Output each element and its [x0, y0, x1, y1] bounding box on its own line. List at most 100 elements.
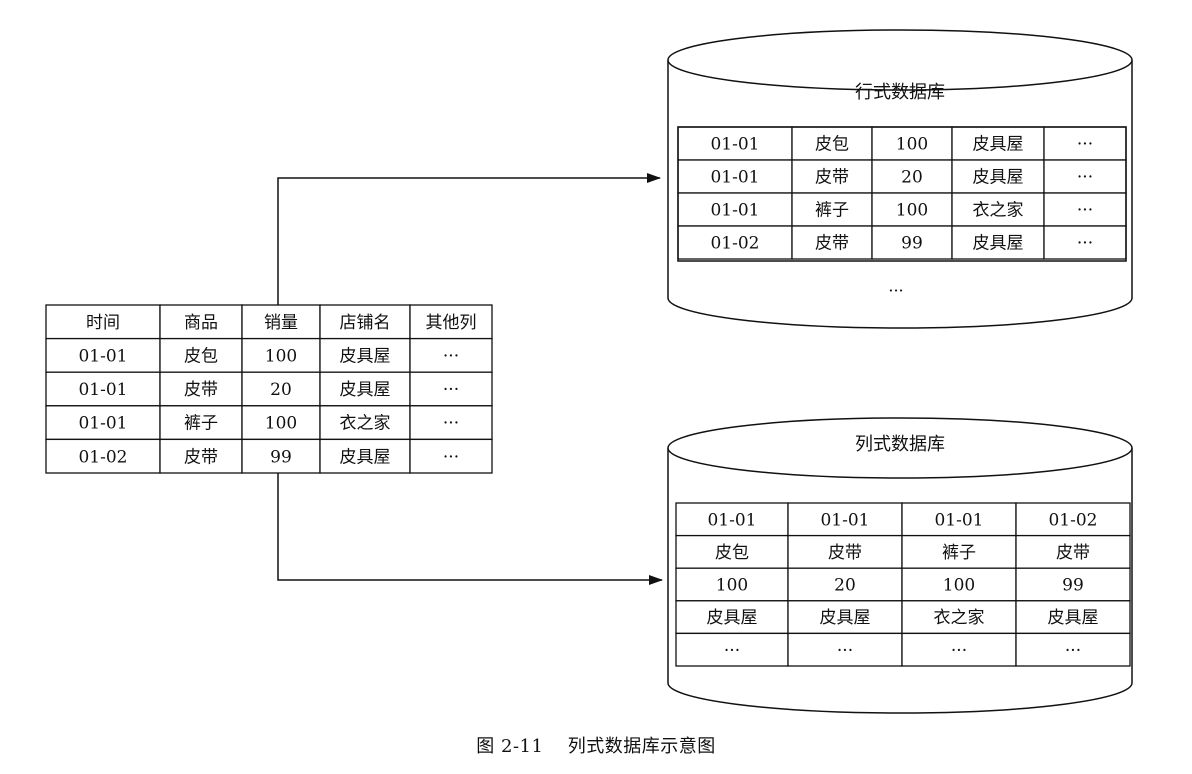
row-db-table-cell-border	[1043, 192, 1127, 227]
row-db-table-cell-border	[1043, 225, 1127, 260]
column-db-table-cell-r0-c3: 01-02	[1048, 510, 1097, 530]
figure-caption: 图 2-11 列式数据库示意图	[0, 732, 1192, 758]
column-db-table-cell-border	[787, 534, 903, 569]
row-db-table-cell-r3-c4: ···	[1077, 234, 1093, 254]
row-db-table-cell-r2-c2: 100	[896, 201, 928, 221]
column-db-table-cell-r1-c0: 皮包	[715, 543, 749, 563]
row-db-table-cell-r3-c0: 01-02	[710, 234, 759, 254]
diagram-canvas: 行式数据库 01-01 皮包 100 皮具屋 ··· 01-01 皮带 20 皮具屋 ··· 01-…	[45, 29, 1133, 714]
source-table-cell-r4-c2: 99	[270, 447, 292, 467]
row-db-table-cell-border	[1043, 159, 1127, 194]
column-db-table-cell-border	[901, 600, 1017, 635]
source-table-cell-r0-c4: 其他列	[426, 313, 477, 333]
source-table-cell-border	[319, 405, 411, 441]
source-table-cell-r4-c1: 皮带	[184, 447, 218, 467]
row-db-table-cell-border	[871, 225, 953, 260]
source-table-cell-border	[159, 304, 243, 340]
source-table-cell-r4-c3: 皮具屋	[340, 447, 391, 467]
column-db-table-cell-border	[901, 502, 1017, 537]
source-table-cell-border	[45, 438, 161, 474]
column-db-table-cell-border	[1015, 567, 1131, 602]
row-db-table-cell-r1-c3: 皮具屋	[973, 168, 1024, 188]
row-db-table-cell-r0-c3: 皮具屋	[973, 135, 1024, 155]
column-db-table-cell-border	[901, 632, 1017, 667]
source-table-cell-border	[159, 371, 243, 407]
row-db-table-cell-r1-c4: ···	[1077, 168, 1093, 188]
column-db-table-cell-r2-c0: 100	[716, 576, 748, 596]
source-table-cell-border	[241, 405, 321, 441]
row-db-table-cell-r3-c1: 皮带	[815, 234, 849, 254]
source-table-cell-border	[409, 371, 493, 407]
caption-number: 图 2-11	[476, 736, 544, 757]
row-db-table-cell-r1-c0: 01-01	[710, 168, 759, 188]
column-db-table-cell-r1-c1: 皮带	[828, 543, 862, 563]
column-db-table-cell-border	[787, 502, 903, 537]
source-table-cell-r0-c2: 销量	[264, 313, 298, 333]
source-table-cell-border	[241, 304, 321, 340]
row-db-table-cell-r3-c3: 皮具屋	[973, 234, 1024, 254]
column-db-table-cell-r4-c3: ···	[1065, 641, 1081, 661]
column-db-table-cell-r4-c2: ···	[951, 641, 967, 661]
column-db-table-cell-border	[901, 534, 1017, 569]
row-db-table-cell-border	[951, 192, 1045, 227]
row-db-table-cell-r2-c3: 衣之家	[973, 201, 1024, 221]
column-db-top	[667, 417, 1133, 479]
row-db-table-cell-r0-c0: 01-01	[710, 135, 759, 155]
source-table-cell-r0-c1: 商品	[184, 313, 218, 333]
column-db-table-cell-r2-c1: 20	[834, 576, 856, 596]
row-db-table-cell-r0-c4: ···	[1077, 135, 1093, 155]
row-db-title: 行式数据库	[855, 82, 945, 103]
row-db-table-cell-border	[1043, 126, 1127, 161]
column-db-table-cell-border	[675, 632, 789, 667]
source-table-cell-border	[241, 438, 321, 474]
source-table-cell-r0-c3: 店铺名	[340, 313, 391, 333]
source-table-cell-r4-c4: ···	[443, 447, 459, 467]
source-table-cell-border	[45, 371, 161, 407]
column-db-table-cell-r2-c3: 99	[1062, 576, 1084, 596]
source-table-cell-r1-c1: 皮包	[184, 347, 218, 367]
column-db-table-cell-r3-c3: 皮具屋	[1048, 608, 1099, 628]
column-db-table-cell-r1-c2: 裤子	[942, 543, 976, 563]
source-table-cell-r1-c4: ···	[443, 347, 459, 367]
source-table-cell-r3-c0: 01-01	[78, 414, 127, 434]
row-db-more: ···	[888, 281, 903, 300]
column-db-title: 列式数据库	[855, 434, 945, 455]
row-db-table-cell-r2-c0: 01-01	[710, 201, 759, 221]
source-table-cell-r2-c4: ···	[443, 380, 459, 400]
source-table-cell-r2-c2: 20	[270, 380, 292, 400]
row-db-table-cell-border	[677, 225, 793, 260]
caption-text: 列式数据库示意图	[567, 736, 716, 757]
source-table-cell-r2-c1: 皮带	[184, 380, 218, 400]
arrow-to-column-db	[277, 473, 663, 585]
source-table-cell-r1-c3: 皮具屋	[340, 347, 391, 367]
column-db-table-cell-border	[1015, 502, 1131, 537]
source-table-cell-border	[409, 405, 493, 441]
source-table-cell-border	[45, 337, 161, 373]
source-table-cell-r0-c0: 时间	[86, 313, 120, 333]
source-table-cell-border	[409, 438, 493, 474]
row-db-table-cell-r2-c4: ···	[1077, 201, 1093, 221]
source-table-cell-border	[45, 405, 161, 441]
source-table-cell-r3-c3: 衣之家	[340, 414, 391, 434]
source-table-cell-r3-c2: 100	[265, 414, 297, 434]
row-db-table-cell-border	[791, 225, 873, 260]
column-db-table-cell-r3-c2: 衣之家	[934, 608, 985, 628]
column-db-table-cell-r1-c3: 皮带	[1056, 543, 1090, 563]
source-table-cell-border	[159, 405, 243, 441]
column-db-table-cell-r0-c2: 01-01	[934, 510, 983, 530]
row-db-table-cell-border	[871, 159, 953, 194]
column-db-table-cell-border	[1015, 632, 1131, 667]
column-db-table-cell-r2-c2: 100	[943, 576, 975, 596]
row-db-top	[667, 29, 1133, 91]
column-db-table-cell-r4-c0: ···	[724, 641, 740, 661]
row-db-table-cell-border	[951, 225, 1045, 260]
column-db-table-cell-r4-c1: ···	[837, 641, 853, 661]
column-db-table-cell-r0-c0: 01-01	[707, 510, 756, 530]
source-table-cell-border	[409, 337, 493, 373]
source-table-cell-r3-c4: ···	[443, 414, 459, 434]
row-db-table-cell-r1-c2: 20	[901, 168, 923, 188]
row-db-table-cell-r3-c2: 99	[901, 234, 923, 254]
source-table-cell-r4-c0: 01-02	[78, 447, 127, 467]
